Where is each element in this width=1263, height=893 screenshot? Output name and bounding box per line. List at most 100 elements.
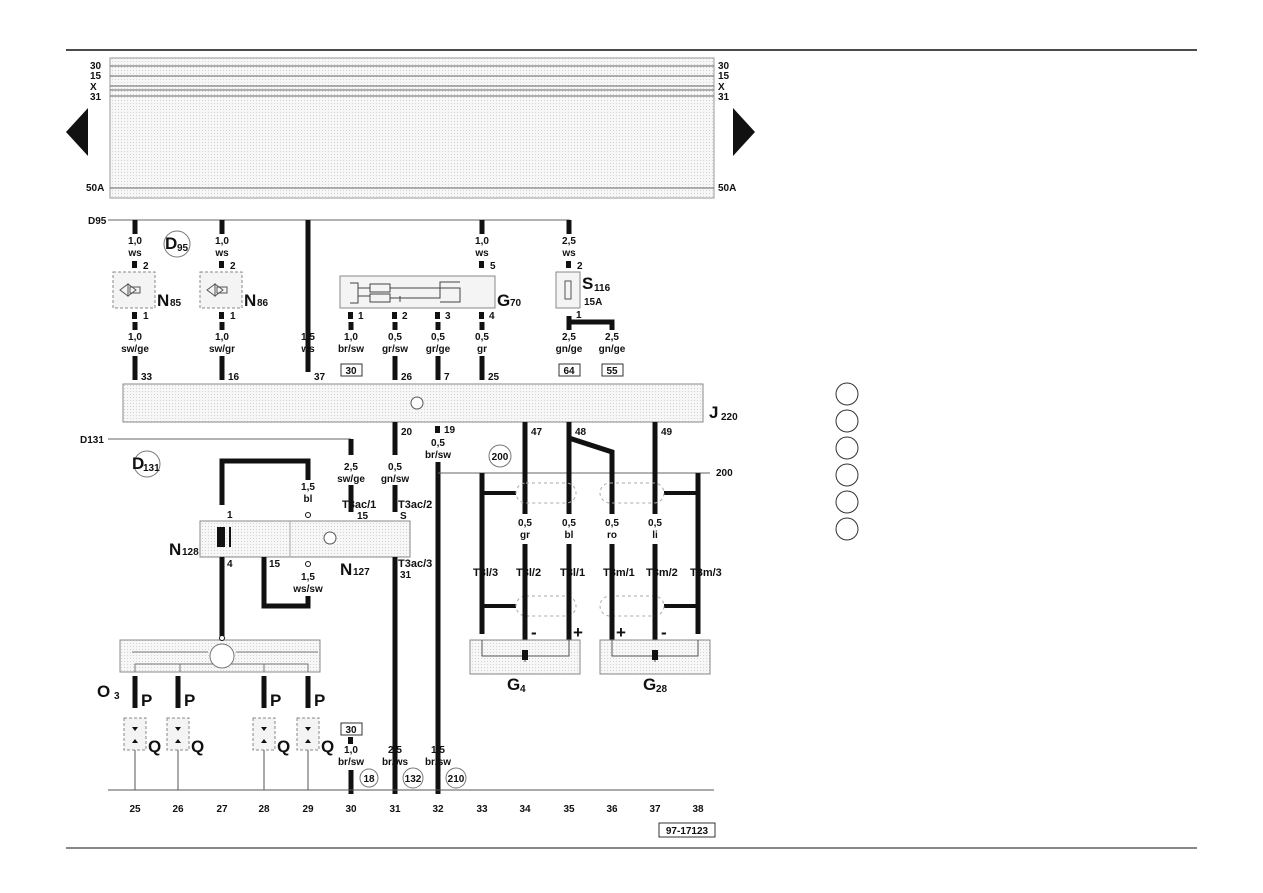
pin-label: 15 <box>269 559 281 570</box>
pin-label: 7 <box>444 372 450 383</box>
s116-main: S <box>582 274 593 293</box>
n127-main: N <box>340 560 352 579</box>
column-number: 38 <box>692 804 704 815</box>
o3-sub: 3 <box>114 691 120 702</box>
o3-rotary-icon <box>209 643 235 669</box>
q-label: Q <box>277 737 290 756</box>
column-number: 30 <box>345 804 357 815</box>
valve-coil-icon <box>216 286 228 294</box>
p-label: P <box>141 691 152 710</box>
wire-size: 1,5 <box>301 332 315 343</box>
figure-id: 97-17123 <box>666 826 709 837</box>
wire-size: 0,5 <box>431 332 445 343</box>
column-number: 28 <box>258 804 270 815</box>
wire-color: gr/ge <box>426 344 451 355</box>
pin-label: 3 <box>445 311 451 322</box>
spark-gap-icon <box>261 727 267 743</box>
rail-label-30-right: 30 <box>718 61 730 72</box>
wire-size: 0,5 <box>605 518 619 529</box>
wire-color: gr/sw <box>382 344 408 355</box>
ref-box <box>340 363 363 377</box>
prev-page-arrow-icon[interactable] <box>66 108 88 156</box>
shield-wires <box>479 473 701 634</box>
ref-box <box>601 363 624 377</box>
wire-color: bl <box>304 494 313 505</box>
pin-marker <box>348 737 353 744</box>
spark-plug <box>296 717 320 751</box>
rail-label-30-left: 30 <box>90 61 102 72</box>
polarity-label: + <box>573 623 583 642</box>
d95-circle-letter: D <box>165 234 177 253</box>
shield-oval <box>599 595 665 617</box>
column-number: 27 <box>216 804 228 815</box>
d95-label: D95 <box>88 216 107 227</box>
wire-size: 0,5 <box>518 518 532 529</box>
ref-circle-label: 132 <box>405 774 422 785</box>
spark-plug <box>123 717 147 751</box>
wire-color: ws <box>127 248 142 259</box>
spark-plug <box>252 717 276 751</box>
valve-coil-icon <box>129 286 141 294</box>
wire-size: 1,0 <box>215 236 229 247</box>
pin-label: 1 <box>576 310 582 321</box>
polarity-label: - <box>661 623 667 642</box>
s116-rating: 15A <box>584 297 602 308</box>
pin-label: 2 <box>143 261 149 272</box>
wire-color: gn/ge <box>556 344 583 355</box>
ground-point-icon <box>410 396 424 410</box>
ref-circle-label: 210 <box>448 774 465 785</box>
pin-label: 37 <box>314 372 326 383</box>
pin-label: 33 <box>141 372 153 383</box>
rail-label-x-right: X <box>718 82 725 93</box>
wire-size: 0,5 <box>562 518 576 529</box>
ref-box-label: 64 <box>563 366 575 377</box>
wire-color: gr <box>520 530 530 541</box>
pin-label: 20 <box>401 427 413 438</box>
connector-label: T3m/3 <box>690 567 722 579</box>
next-page-arrow-icon[interactable] <box>733 108 755 156</box>
g4-main: G <box>507 675 520 694</box>
g70-circuit-icon <box>350 281 461 304</box>
wire-size: 0,5 <box>431 438 445 449</box>
sensor-coil-icon <box>652 650 658 660</box>
pin-marker <box>435 426 440 433</box>
pin-label: 49 <box>661 427 673 438</box>
g28-sub: 28 <box>656 684 668 695</box>
d95-circle <box>163 230 191 258</box>
rail-label-15-left: 15 <box>90 71 102 82</box>
pin-label: 16 <box>228 372 240 383</box>
p-label: P <box>184 691 195 710</box>
n86-main: N <box>244 291 256 310</box>
rail-label-50a-right: 50A <box>718 183 736 194</box>
wire-size: 2,5 <box>388 745 402 756</box>
wire-size: 2,5 <box>605 332 619 343</box>
ref-circle-label: 18 <box>363 774 375 785</box>
column-number: 25 <box>129 804 141 815</box>
pin-marker <box>348 312 353 319</box>
pin-label: 4 <box>227 559 233 570</box>
ref-box-label: 30 <box>345 366 357 377</box>
wire-color: gn/ge <box>599 344 626 355</box>
callout-circle <box>835 436 859 460</box>
callout-circle <box>835 490 859 514</box>
rail-label-50a-left: 50A <box>86 183 104 194</box>
pin-marker <box>566 261 571 268</box>
shield-oval <box>599 482 665 504</box>
wire-color: li <box>652 530 658 541</box>
wire-color: gr <box>477 344 487 355</box>
column-number: 33 <box>476 804 488 815</box>
spark-gap-icon <box>132 727 138 743</box>
g70-sensor <box>339 275 496 309</box>
wire-size: 1,0 <box>128 236 142 247</box>
callout-circle <box>835 517 859 541</box>
rail-label-15-right: 15 <box>718 71 730 82</box>
wire-color: sw/ge <box>121 344 149 355</box>
column-number: 37 <box>649 804 661 815</box>
wire-color: ro <box>607 530 617 541</box>
wire-color: br/sw <box>338 344 364 355</box>
wire-size: 2,5 <box>562 236 576 247</box>
wire-size: 2,5 <box>562 332 576 343</box>
polarity-label: - <box>531 623 537 642</box>
ref-circle-200-label: 200 <box>492 452 509 463</box>
ref-circle <box>359 768 379 788</box>
